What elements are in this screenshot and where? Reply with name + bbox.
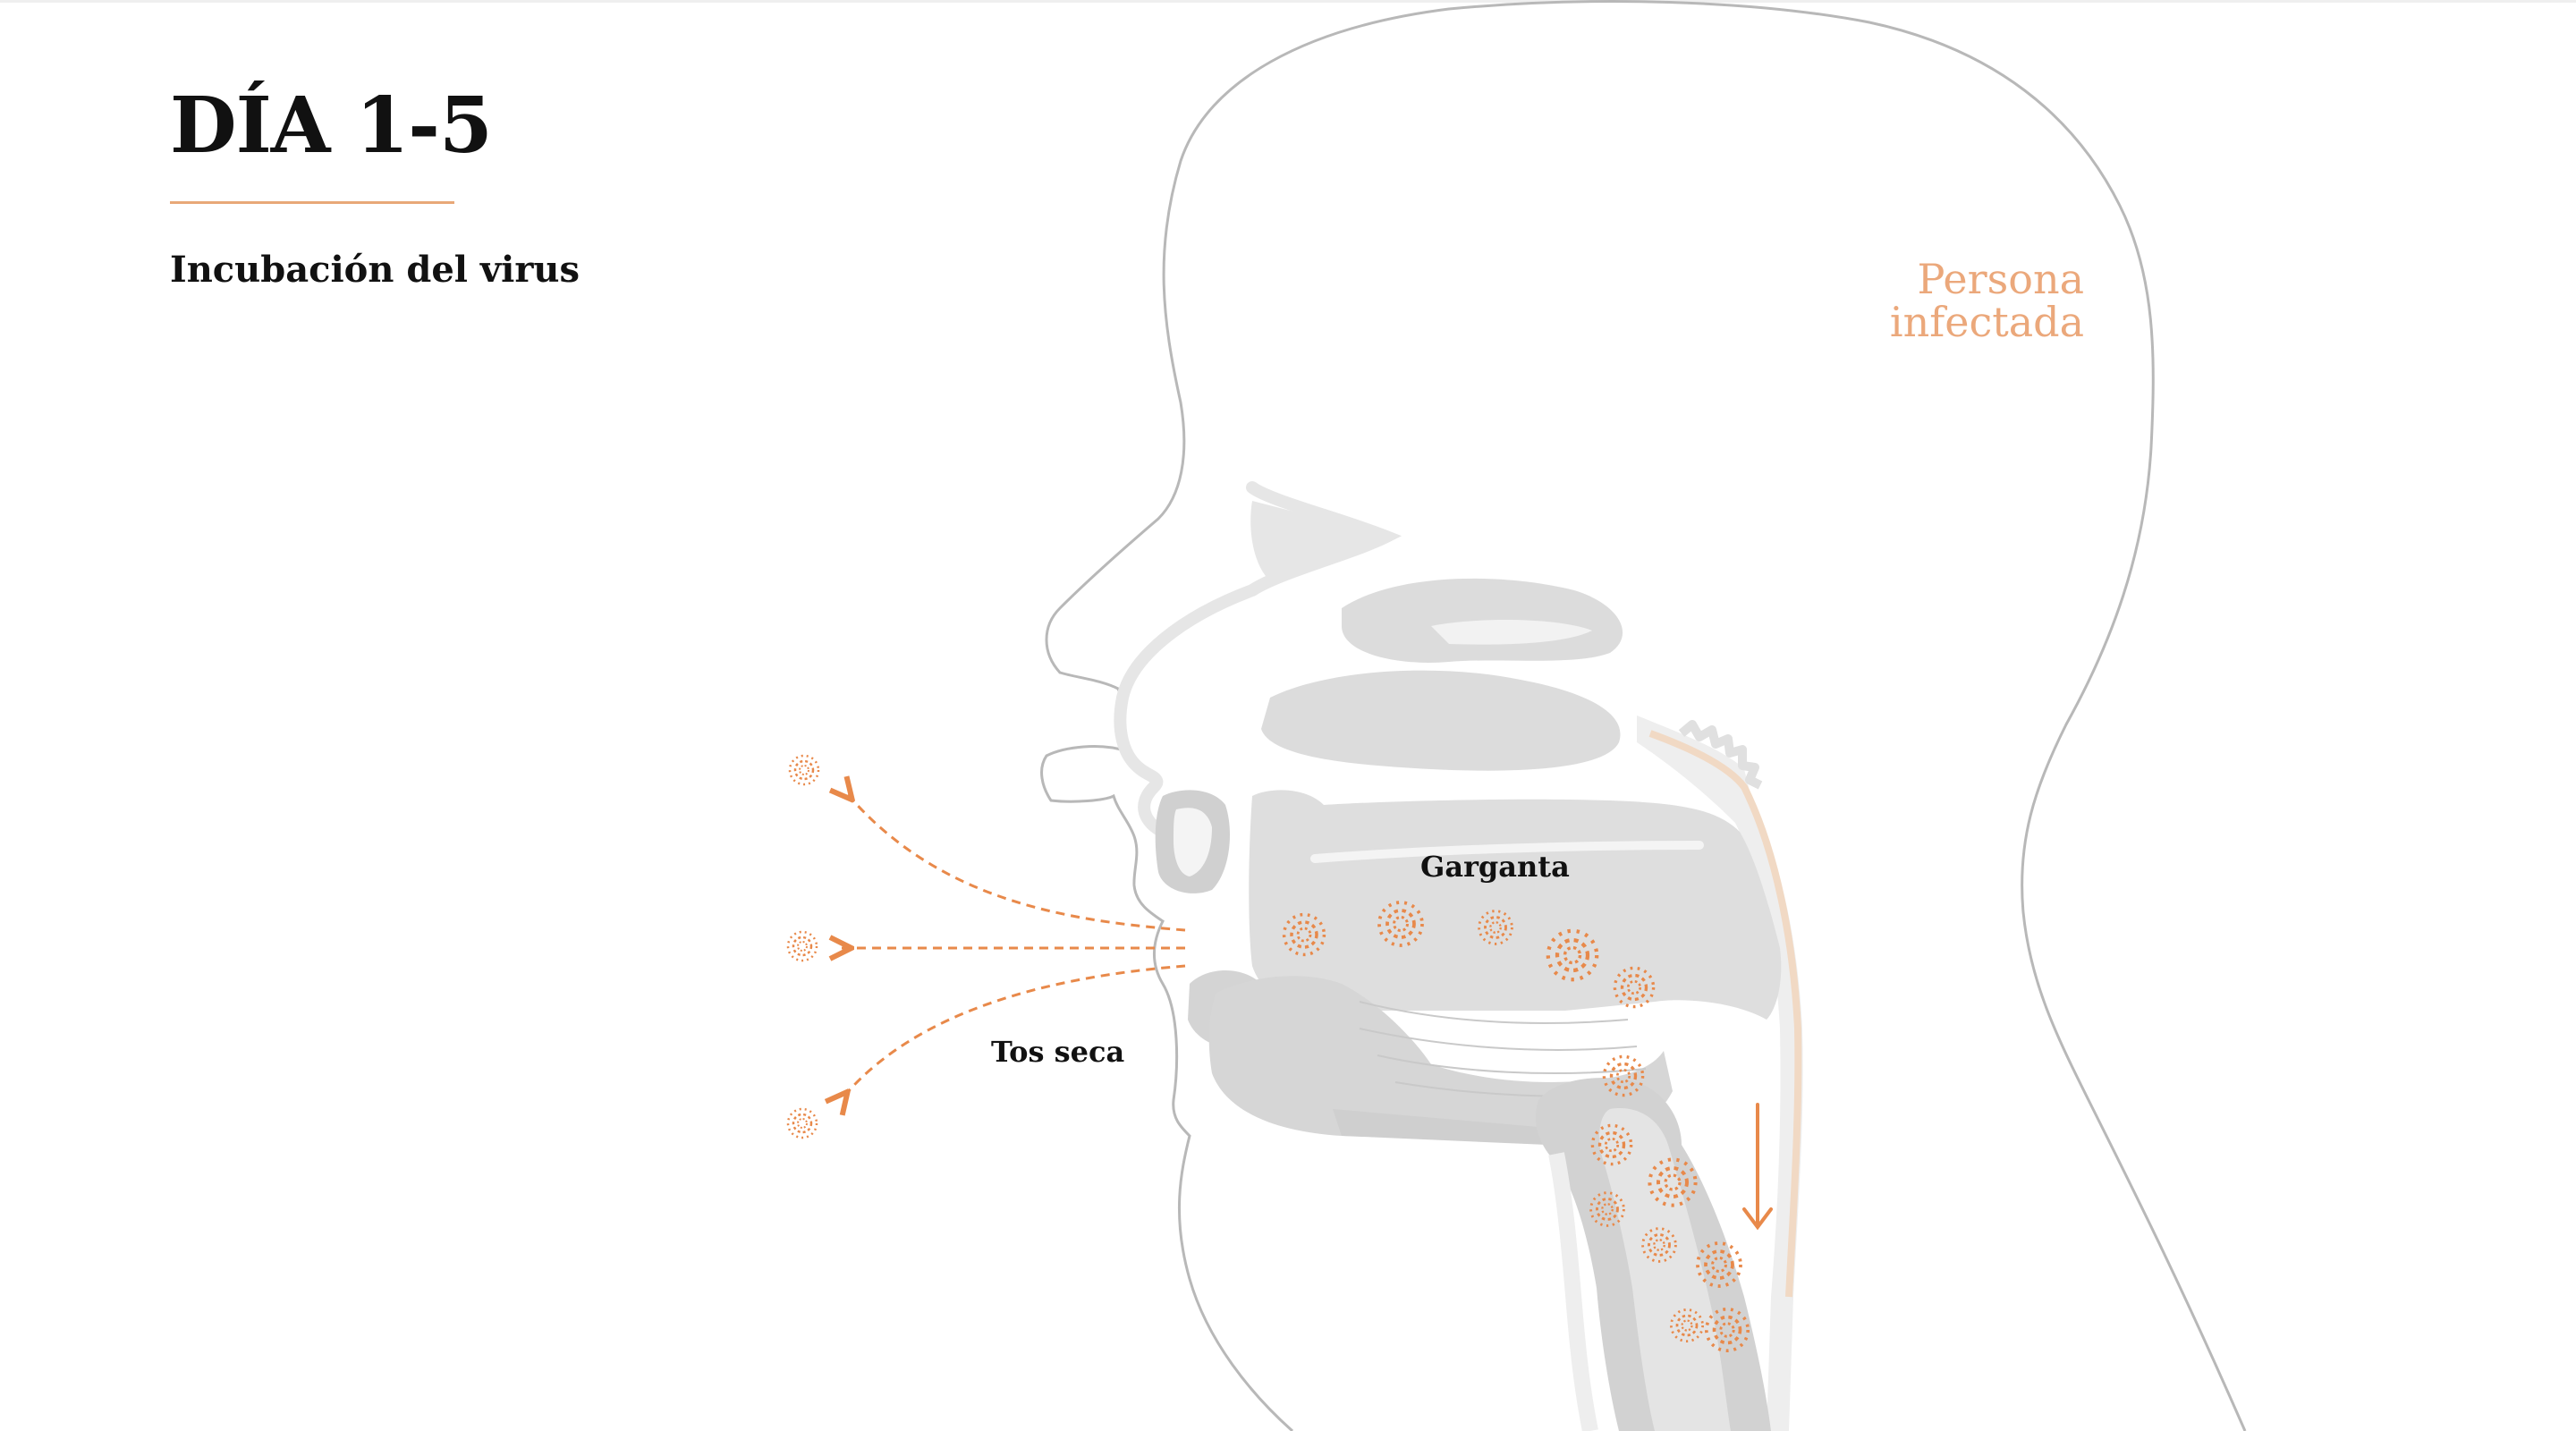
top-rule [0,0,2576,3]
cough-arrow-upper [845,792,1186,932]
upper-teeth [1174,808,1212,876]
orbit-shape [1250,501,1391,581]
tongue-fibers [1359,1001,1651,1097]
nasal-turbinate-lower [1261,670,1621,771]
person-label-line-1: Persona [1917,255,2084,303]
jaw-bone [1333,1109,1547,1145]
trachea-inner [1599,1108,1731,1431]
spine-edge [1648,730,1802,1298]
infected-person-label: Persona infectada [1825,258,2084,344]
down-arrow [1742,1103,1773,1231]
dry-cough-label: Tos seca [991,1035,1125,1069]
palate-highlight [1310,841,1704,863]
title-underline [170,201,454,204]
virus-particle [788,754,820,786]
person-label-line-2: infectada [1889,298,2084,347]
neck-front [1548,1152,1598,1431]
cough-arrow-lower [841,964,1186,1100]
spine-notches [1678,720,1763,790]
virus-particle [786,1107,818,1139]
throat-label: Garganta [1420,850,1570,884]
nasal-inner-light [1431,620,1592,645]
page-subtitle: Incubación del virus [170,249,580,291]
page-title: DÍA 1-5 [170,80,493,171]
virus-particle [786,930,818,962]
head-outline [1040,0,2247,1431]
